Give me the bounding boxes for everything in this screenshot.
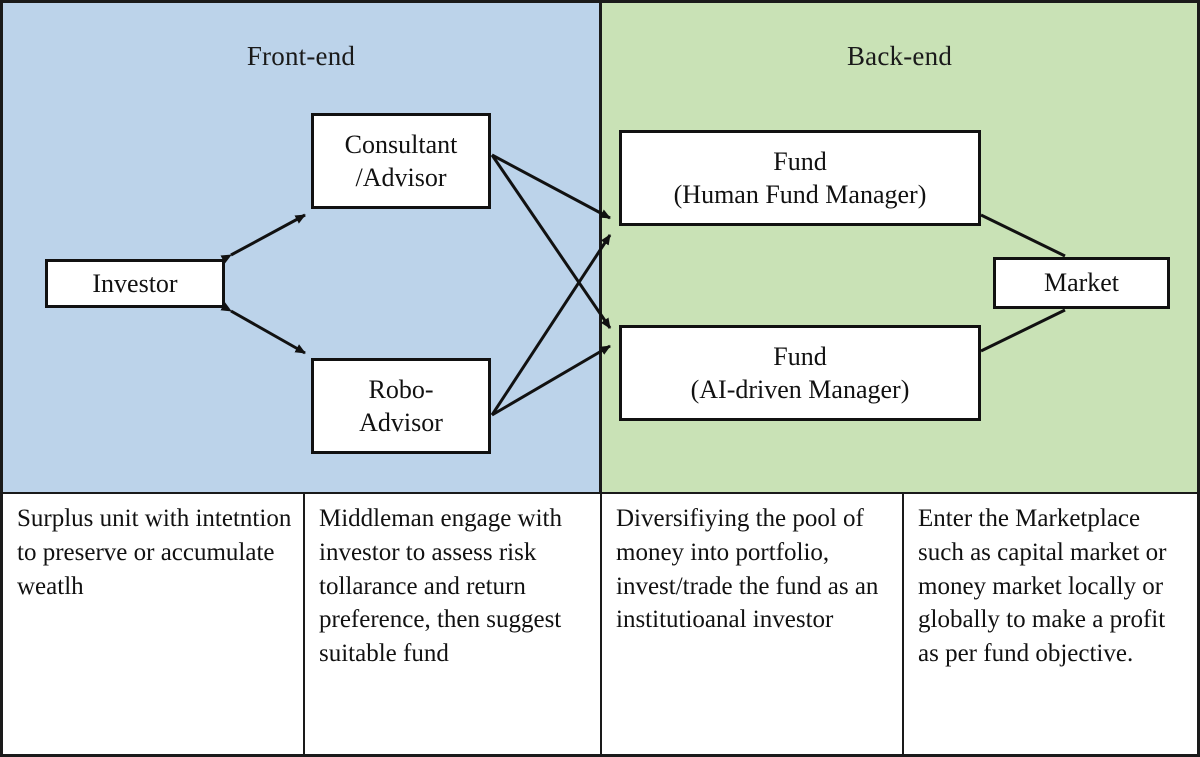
description-row: Surplus unit with intetntion to preserve… [0, 494, 1200, 757]
description-cell-market: Enter the Marketplace such as capital ma… [918, 505, 1167, 667]
node-fund-ai-line1: Fund [773, 341, 827, 371]
node-fund-human-manager[interactable]: Fund (Human Fund Manager) [619, 130, 981, 226]
node-fund-ai-manager-label: Fund (AI-driven Manager) [691, 340, 910, 407]
node-consultant-line1: Consultant [344, 129, 458, 159]
panel-frontend: Front-end [3, 3, 602, 492]
node-robo-line2: Advisor [359, 408, 443, 437]
node-market-label: Market [1043, 268, 1120, 298]
node-robo-line1: Robo- [368, 374, 434, 404]
panel-backend-title: Back-end [846, 41, 953, 71]
node-fund-human-line1: Fund [773, 146, 827, 176]
node-consultant-advisor[interactable]: Consultant /Advisor [311, 113, 491, 209]
node-consultant-line2: /Advisor [355, 163, 447, 192]
node-consultant-advisor-label: Consultant /Advisor [345, 128, 458, 195]
description-cell-investor: Surplus unit with intetntion to preserve… [3, 494, 305, 754]
node-robo-advisor[interactable]: Robo- Advisor [311, 358, 491, 454]
node-investor-label: Investor [92, 268, 178, 298]
node-market[interactable]: Market [993, 257, 1170, 309]
node-investor[interactable]: Investor [45, 259, 225, 308]
node-fund-ai-manager[interactable]: Fund (AI-driven Manager) [619, 325, 981, 421]
node-fund-human-line2: (Human Fund Manager) [673, 180, 927, 209]
node-robo-advisor-label: Robo- Advisor [359, 373, 443, 440]
node-fund-ai-line2: (AI-driven Manager) [690, 375, 910, 404]
description-cell-fund: Diversifiying the pool of money into por… [602, 494, 904, 754]
description-cell-advisor: Middleman engage with investor to assess… [305, 494, 602, 754]
node-fund-human-manager-label: Fund (Human Fund Manager) [674, 145, 927, 212]
diagram-canvas: Front-end Back-end [0, 0, 1200, 494]
panel-frontend-title: Front-end [246, 41, 356, 71]
